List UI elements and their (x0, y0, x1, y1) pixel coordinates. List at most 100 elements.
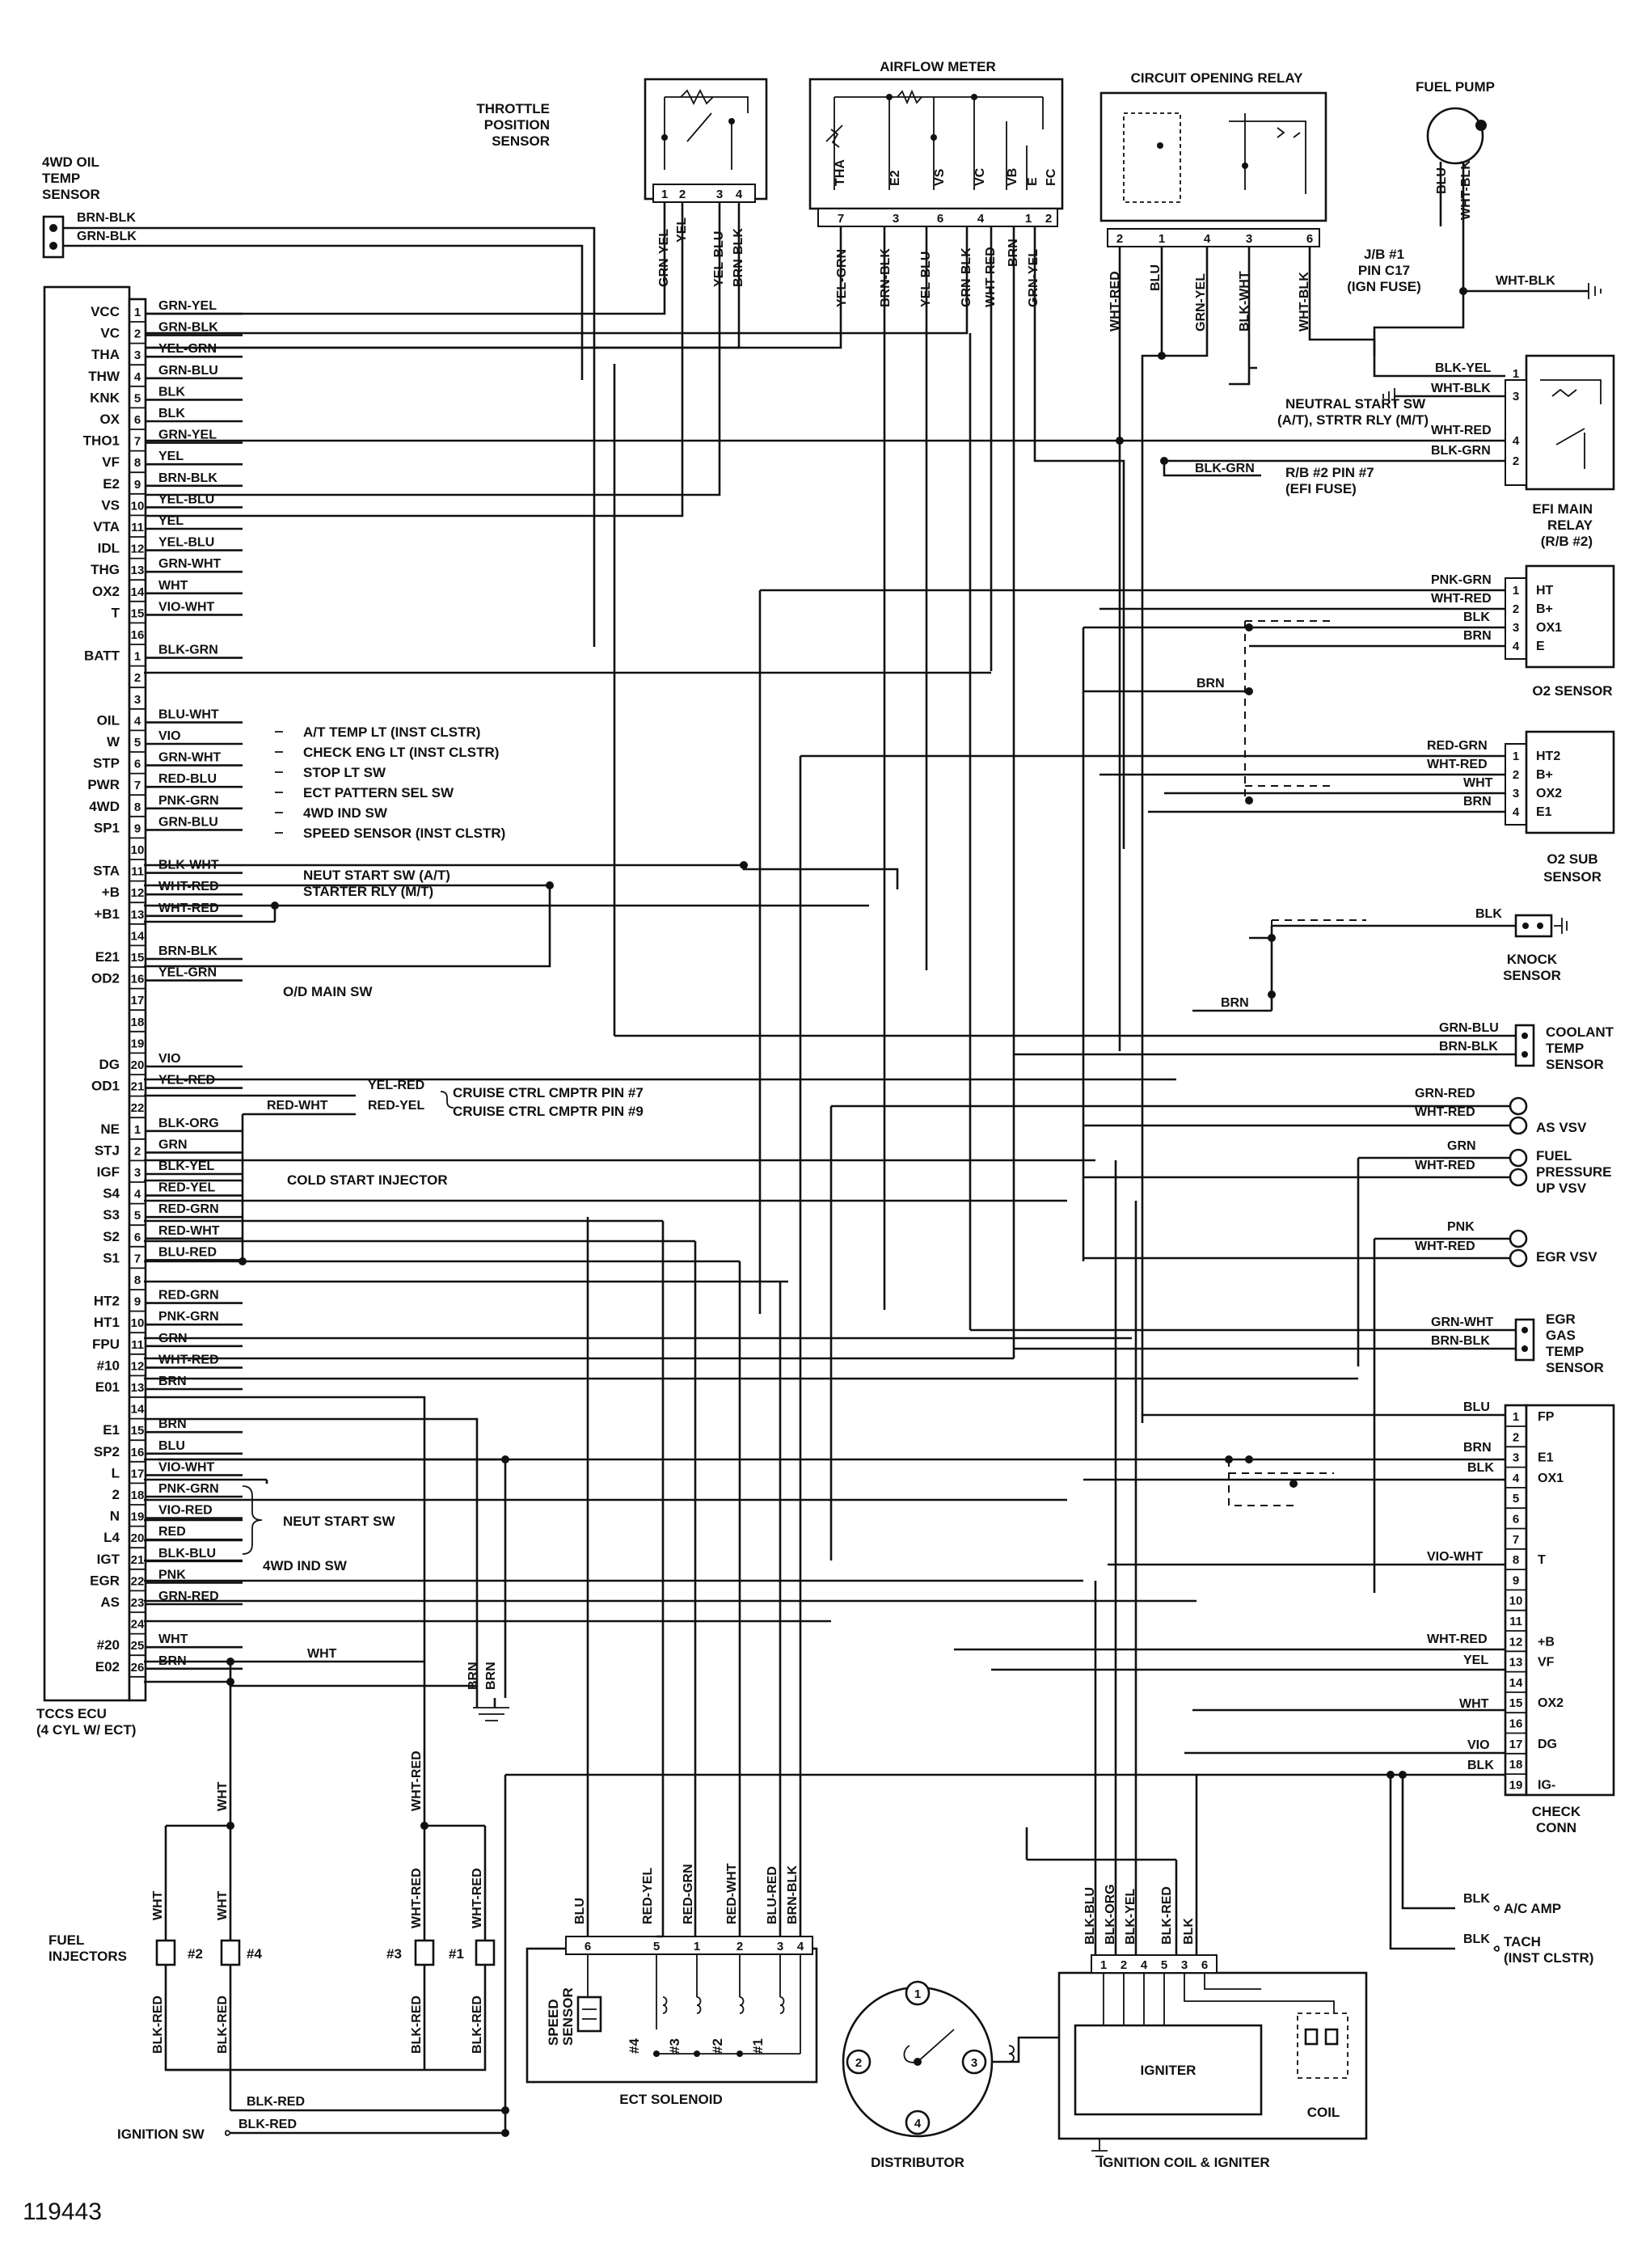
cor-pin: 2 (1116, 232, 1123, 246)
cor-connector (1107, 228, 1320, 247)
ecu-terminal-name: E01 (95, 1379, 120, 1395)
efi-relay-pin: 2 (1513, 454, 1519, 468)
ecu-terminal-name: 2 (112, 1487, 120, 1502)
ecu-wire-color: RED-GRN (158, 1289, 219, 1303)
o2-term: OX1 (1536, 621, 1562, 635)
ecu-terminal-name: OD1 (91, 1079, 120, 1094)
ecu-pin-number: 4 (134, 714, 141, 728)
fuel-pump-wire: BLU (1435, 167, 1449, 194)
ecu-pin-number: 26 (131, 1661, 145, 1675)
rotor-hub (914, 2058, 922, 2066)
o2sub-term: HT2 (1536, 750, 1560, 763)
ecu-wire-color: RED-WHT (158, 1224, 220, 1238)
wire-coolant-1 (613, 364, 1516, 1037)
ecu-terminal-name: T (112, 605, 120, 620)
inj-wire: BLK-RED (216, 1996, 230, 2054)
ecu-wire-color: BRN (158, 1375, 187, 1388)
output-signals: BLK BLK A/C AMP TACH (INST CLSTR) (1389, 1775, 1593, 1966)
ect-connector (565, 1936, 813, 1955)
tps-label-3: SENSOR (492, 133, 550, 149)
check-terminal-name: +B (1538, 1635, 1555, 1649)
igniter-label: IGNITER (1141, 2063, 1197, 2078)
o2-pin: 1 (1513, 584, 1519, 598)
wire-e02 (144, 1680, 477, 1687)
o2-term: B+ (1536, 602, 1553, 616)
fp-vsv-label-1: FUEL (1536, 1148, 1572, 1164)
cor-body (1099, 91, 1327, 222)
as-vsv-body (1509, 1096, 1528, 1116)
tps-pin: 1 (661, 188, 668, 201)
ecu-wire-color: BRN-BLK (158, 471, 217, 485)
ecu-wiring: WHT BRN BRN (144, 671, 1358, 1819)
ecu-terminal-name: +B1 (94, 906, 120, 922)
check-wire: BLU (1463, 1400, 1490, 1414)
tach-label-2: (INST CLSTR) (1504, 1950, 1593, 1966)
airflow-meter-label: AIRFLOW METER (880, 59, 996, 74)
afm-wire: GRN-YEL (1027, 249, 1040, 307)
o2-body (1525, 564, 1615, 669)
dist-terminal-3 (961, 2049, 987, 2075)
ecu-terminal-name: VCC (91, 304, 120, 319)
check-terminal-name: FP (1538, 1410, 1555, 1424)
tach-label-1: TACH (1504, 1934, 1541, 1949)
ecu-wire-color: GRN (158, 1138, 188, 1151)
wire-efi-rb2 (1163, 461, 1261, 477)
ground-symbol (1588, 283, 1602, 299)
afm-term: E2 (888, 170, 902, 186)
ecu-pin-number: 25 (131, 1639, 145, 1653)
ecu-terminal-name: S2 (103, 1229, 120, 1244)
check-pin-number: 14 (1509, 1676, 1523, 1690)
inj-wire: WHT (151, 1890, 165, 1920)
ecu-wire-color: WHT-RED (158, 902, 219, 915)
egr-gas-terminal (1521, 1345, 1528, 1352)
wire-igniter-feed (1025, 1827, 1176, 1861)
ecu-pin-number: 9 (134, 821, 141, 835)
ecu-wire-color: BLK (158, 385, 185, 399)
efi-relay-wire: BLK-GRN (1431, 444, 1491, 458)
ground-symbol (1091, 2139, 1108, 2157)
distributor-label: DISTRIBUTOR (871, 2155, 964, 2170)
coil-winding (1324, 2028, 1339, 2046)
o2sub-term: B+ (1536, 768, 1553, 782)
wire-fuel-pump (1439, 162, 1465, 291)
ect-coil-label: #2 (710, 2038, 725, 2054)
afm-node (931, 134, 937, 141)
coolant-wire: GRN-BLU (1439, 1021, 1499, 1035)
check-terminal-name: IG- (1538, 1778, 1555, 1792)
injector-label: #2 (188, 1946, 203, 1962)
o2sub-label-1: O2 SUB (1547, 851, 1597, 867)
check-pin-number: 17 (1509, 1738, 1523, 1751)
note-sp1: SPEED SENSOR (INST CLSTR) (303, 826, 505, 841)
ecu-terminal-name: L (112, 1465, 120, 1480)
check-terminal-name: E1 (1538, 1451, 1554, 1465)
ecu-wire-color: BLK-GRN (158, 644, 218, 657)
dist-pin: 1 (914, 1987, 921, 2001)
igniter-pin: 5 (1161, 1958, 1167, 1972)
ecu-pin-number: 14 (131, 585, 145, 599)
ecu-wire-color: PNK-GRN (158, 794, 219, 808)
egr-gas-label-3: TEMP (1546, 1344, 1584, 1359)
ecu-wire-color: BLK-BLU (158, 1547, 216, 1561)
ecu-terminal-name: E02 (95, 1659, 120, 1675)
wire-ac-amp (1401, 1775, 1455, 1910)
egr-vsv-body (1509, 1229, 1528, 1248)
o2-connector (1505, 577, 1527, 660)
ecu-wire-color: GRN-YEL (158, 299, 217, 313)
fuel-pump: FUEL PUMP BLU WHT-BLK WHT-BLK J/B #1 PIN… (1347, 79, 1602, 356)
afm-wire: BRN-BLK (879, 248, 893, 307)
tps-node (728, 118, 735, 125)
fp-vsv-body (1509, 1168, 1528, 1187)
igniter-pin: 1 (1100, 1958, 1107, 1972)
o2-term: E (1536, 640, 1545, 653)
ecu-pin-number: 7 (134, 435, 141, 449)
o2sub-label-2: SENSOR (1543, 869, 1602, 885)
junction (1245, 623, 1253, 631)
ecu-terminal-name: E2 (103, 476, 120, 492)
afm-node (886, 94, 893, 100)
egr-gas-wire: BRN-BLK (1431, 1334, 1490, 1348)
egr-gas-wire: GRN-WHT (1431, 1316, 1494, 1329)
check-pin-number: 5 (1513, 1492, 1519, 1506)
ecu-wire-color: GRN-BLK (158, 321, 218, 335)
fuel-pressure-vsv: GRN WHT-RED FUEL PRESSURE UP VSV (1083, 1139, 1612, 1366)
